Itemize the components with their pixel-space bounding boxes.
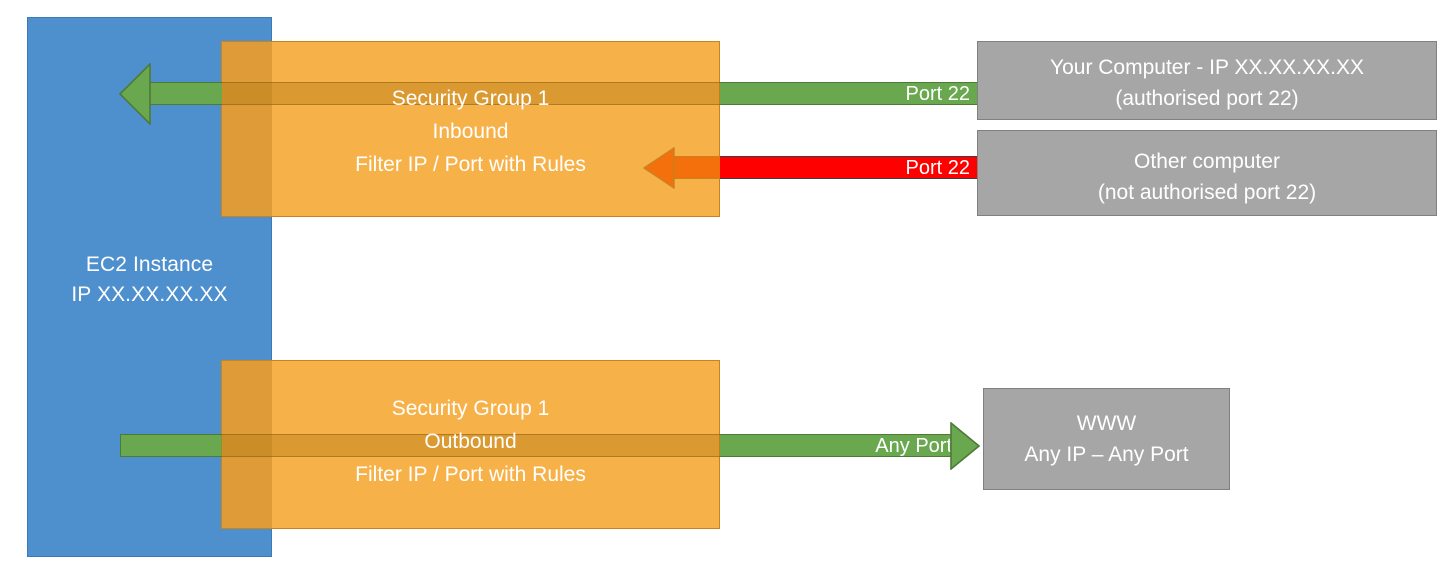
- endpoint-your-computer: Your Computer - IP XX.XX.XX.XX (authoris…: [977, 41, 1437, 120]
- allowed-inbound-shaft-inner: [145, 82, 222, 105]
- your-computer-line1: Your Computer - IP XX.XX.XX.XX: [1050, 56, 1364, 79]
- endpoint-other-computer: Other computer (not authorised port 22): [977, 130, 1437, 216]
- ec2-instance-label: EC2 Instance IP XX.XX.XX.XX: [27, 250, 272, 310]
- allowed-inbound-shaft-through-sg: [221, 82, 720, 105]
- other-computer-line2: (not authorised port 22): [1097, 181, 1317, 204]
- blocked-inbound-stub-shaft: [672, 156, 720, 179]
- endpoint-www: WWW Any IP – Any Port: [983, 388, 1230, 490]
- ec2-name: EC2 Instance: [85, 253, 214, 276]
- allowed-inbound-arrowhead: [118, 62, 151, 126]
- blocked-inbound-arrowhead: [642, 146, 677, 190]
- allowed-outbound-shaft-inner: [120, 434, 222, 457]
- allowed-outbound-shaft-through-sg: [221, 434, 720, 457]
- www-line1: WWW: [1076, 412, 1137, 435]
- allowed-inbound-shaft-outer: [720, 82, 977, 105]
- security-group-inbound-box: [221, 41, 720, 217]
- allowed-outbound-shaft-outer: [720, 434, 952, 457]
- allowed-outbound-arrowhead: [950, 421, 981, 471]
- your-computer-line2: (authorised port 22): [1115, 87, 1299, 110]
- blocked-inbound-shaft: [720, 156, 977, 179]
- ec2-ip: IP XX.XX.XX.XX: [71, 283, 228, 306]
- security-group-outbound-box: [221, 360, 720, 529]
- other-computer-line1: Other computer: [1134, 150, 1280, 173]
- www-line2: Any IP – Any Port: [1024, 443, 1189, 466]
